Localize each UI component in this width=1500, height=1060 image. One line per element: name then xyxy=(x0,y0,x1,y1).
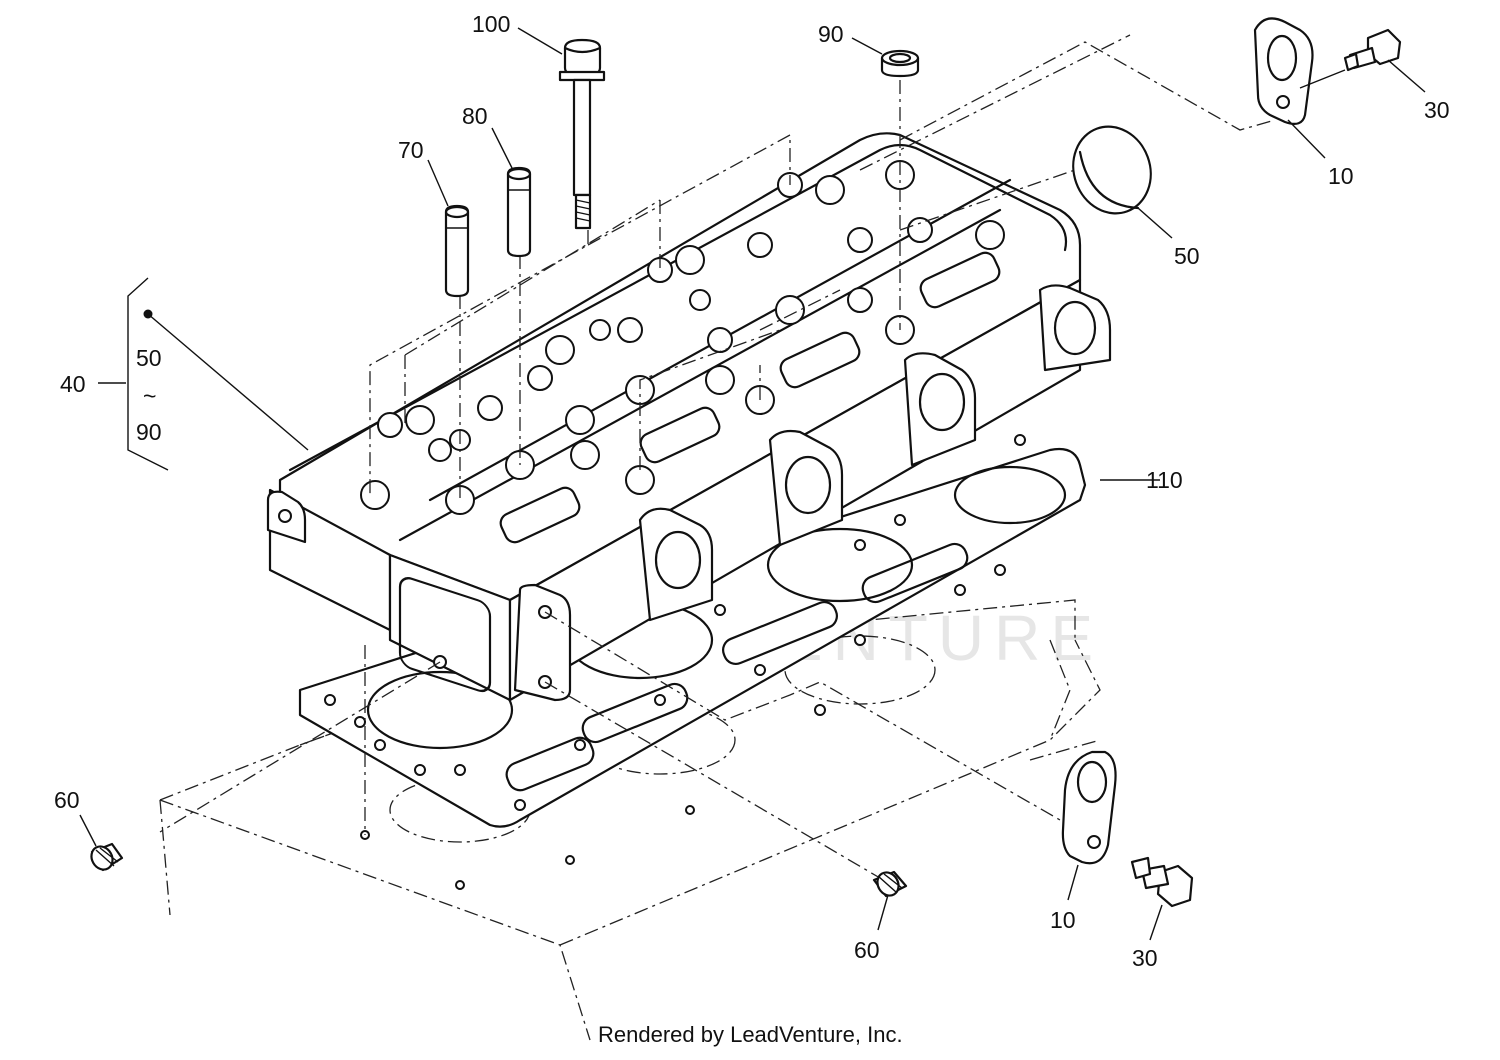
callout-100: 100 xyxy=(472,11,510,37)
callout-50-bracket: 50 xyxy=(136,345,162,371)
callout-90-top: 90 xyxy=(818,21,844,47)
lifting-hanger-top xyxy=(1253,17,1314,125)
callout-90-bracket: 90 xyxy=(136,419,162,445)
callout-50-plug: 50 xyxy=(1174,243,1200,269)
head-bolt xyxy=(558,38,606,230)
callout-10-bottom: 10 xyxy=(1050,907,1076,933)
callout-70: 70 xyxy=(398,137,424,163)
valve-guide-70 xyxy=(444,204,470,298)
callout-60-right: 60 xyxy=(854,937,880,963)
head-gasket xyxy=(298,434,1087,828)
valve-guide-80 xyxy=(506,166,532,258)
callout-40: 40 xyxy=(60,371,86,397)
dowel-pin-right xyxy=(872,870,908,898)
callout-10-top: 10 xyxy=(1328,163,1354,189)
valve-stem-seal xyxy=(880,49,920,78)
expansion-plug xyxy=(1072,125,1152,215)
assembly-center-lines xyxy=(159,34,1276,879)
callout-80: 80 xyxy=(462,103,488,129)
leader-lines xyxy=(79,27,1426,941)
callout-tilde: ~ xyxy=(143,383,156,409)
callout-110: 110 xyxy=(1146,467,1183,493)
hanger-bolt-bottom xyxy=(1130,856,1194,908)
render-credit: Rendered by LeadVenture, Inc. xyxy=(598,1022,903,1047)
callout-labels: 100 90 80 70 40 50 ~ 90 110 10 30 50 60 … xyxy=(54,11,1450,971)
hanger-bolt-top xyxy=(1343,28,1402,72)
dowel-pin-left xyxy=(90,842,124,872)
callout-60-left: 60 xyxy=(54,787,80,813)
callout-30-bottom: 30 xyxy=(1132,945,1158,971)
lifting-hanger-bottom xyxy=(1061,750,1117,865)
cylinder-head xyxy=(266,132,1112,702)
callout-30-top: 30 xyxy=(1424,97,1450,123)
